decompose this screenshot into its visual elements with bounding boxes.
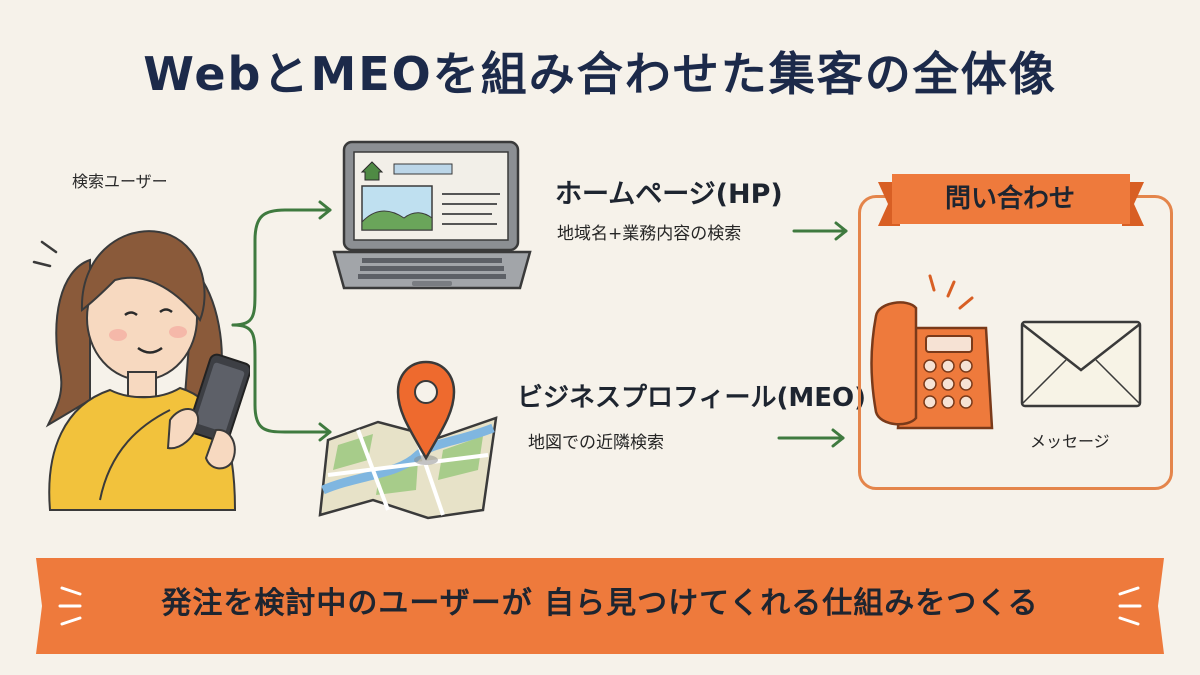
branch-arrows [231, 200, 332, 442]
page-title: WebとMEOを組み合わせた集客の全体像 [143, 47, 1057, 101]
hp-arrow [792, 221, 848, 241]
meo-arrow [777, 428, 845, 448]
meo-subtitle: 地図での近隣検索 [528, 433, 664, 453]
mail-label: メッセージ [1030, 432, 1110, 451]
banner-text: 発注を検討中のユーザーが 自ら見つけてくれる仕組みをつくる [161, 586, 1039, 621]
map-pin-icon [318, 360, 498, 520]
contact-label: 問い合わせ [944, 184, 1075, 214]
telephone-icon [870, 274, 994, 430]
envelope-icon [1020, 320, 1142, 408]
user-illustration [32, 230, 250, 511]
user-label: 検索ユーザー [72, 172, 168, 191]
bottom-banner [36, 558, 1164, 654]
meo-title: ビジネスプロフィール(MEO) [517, 383, 866, 413]
contact-ribbon [878, 174, 1144, 226]
laptop-icon [332, 140, 532, 290]
hp-title: ホームページ(HP) [555, 179, 783, 210]
hp-subtitle: 地域名+業務内容の検索 [557, 224, 742, 244]
